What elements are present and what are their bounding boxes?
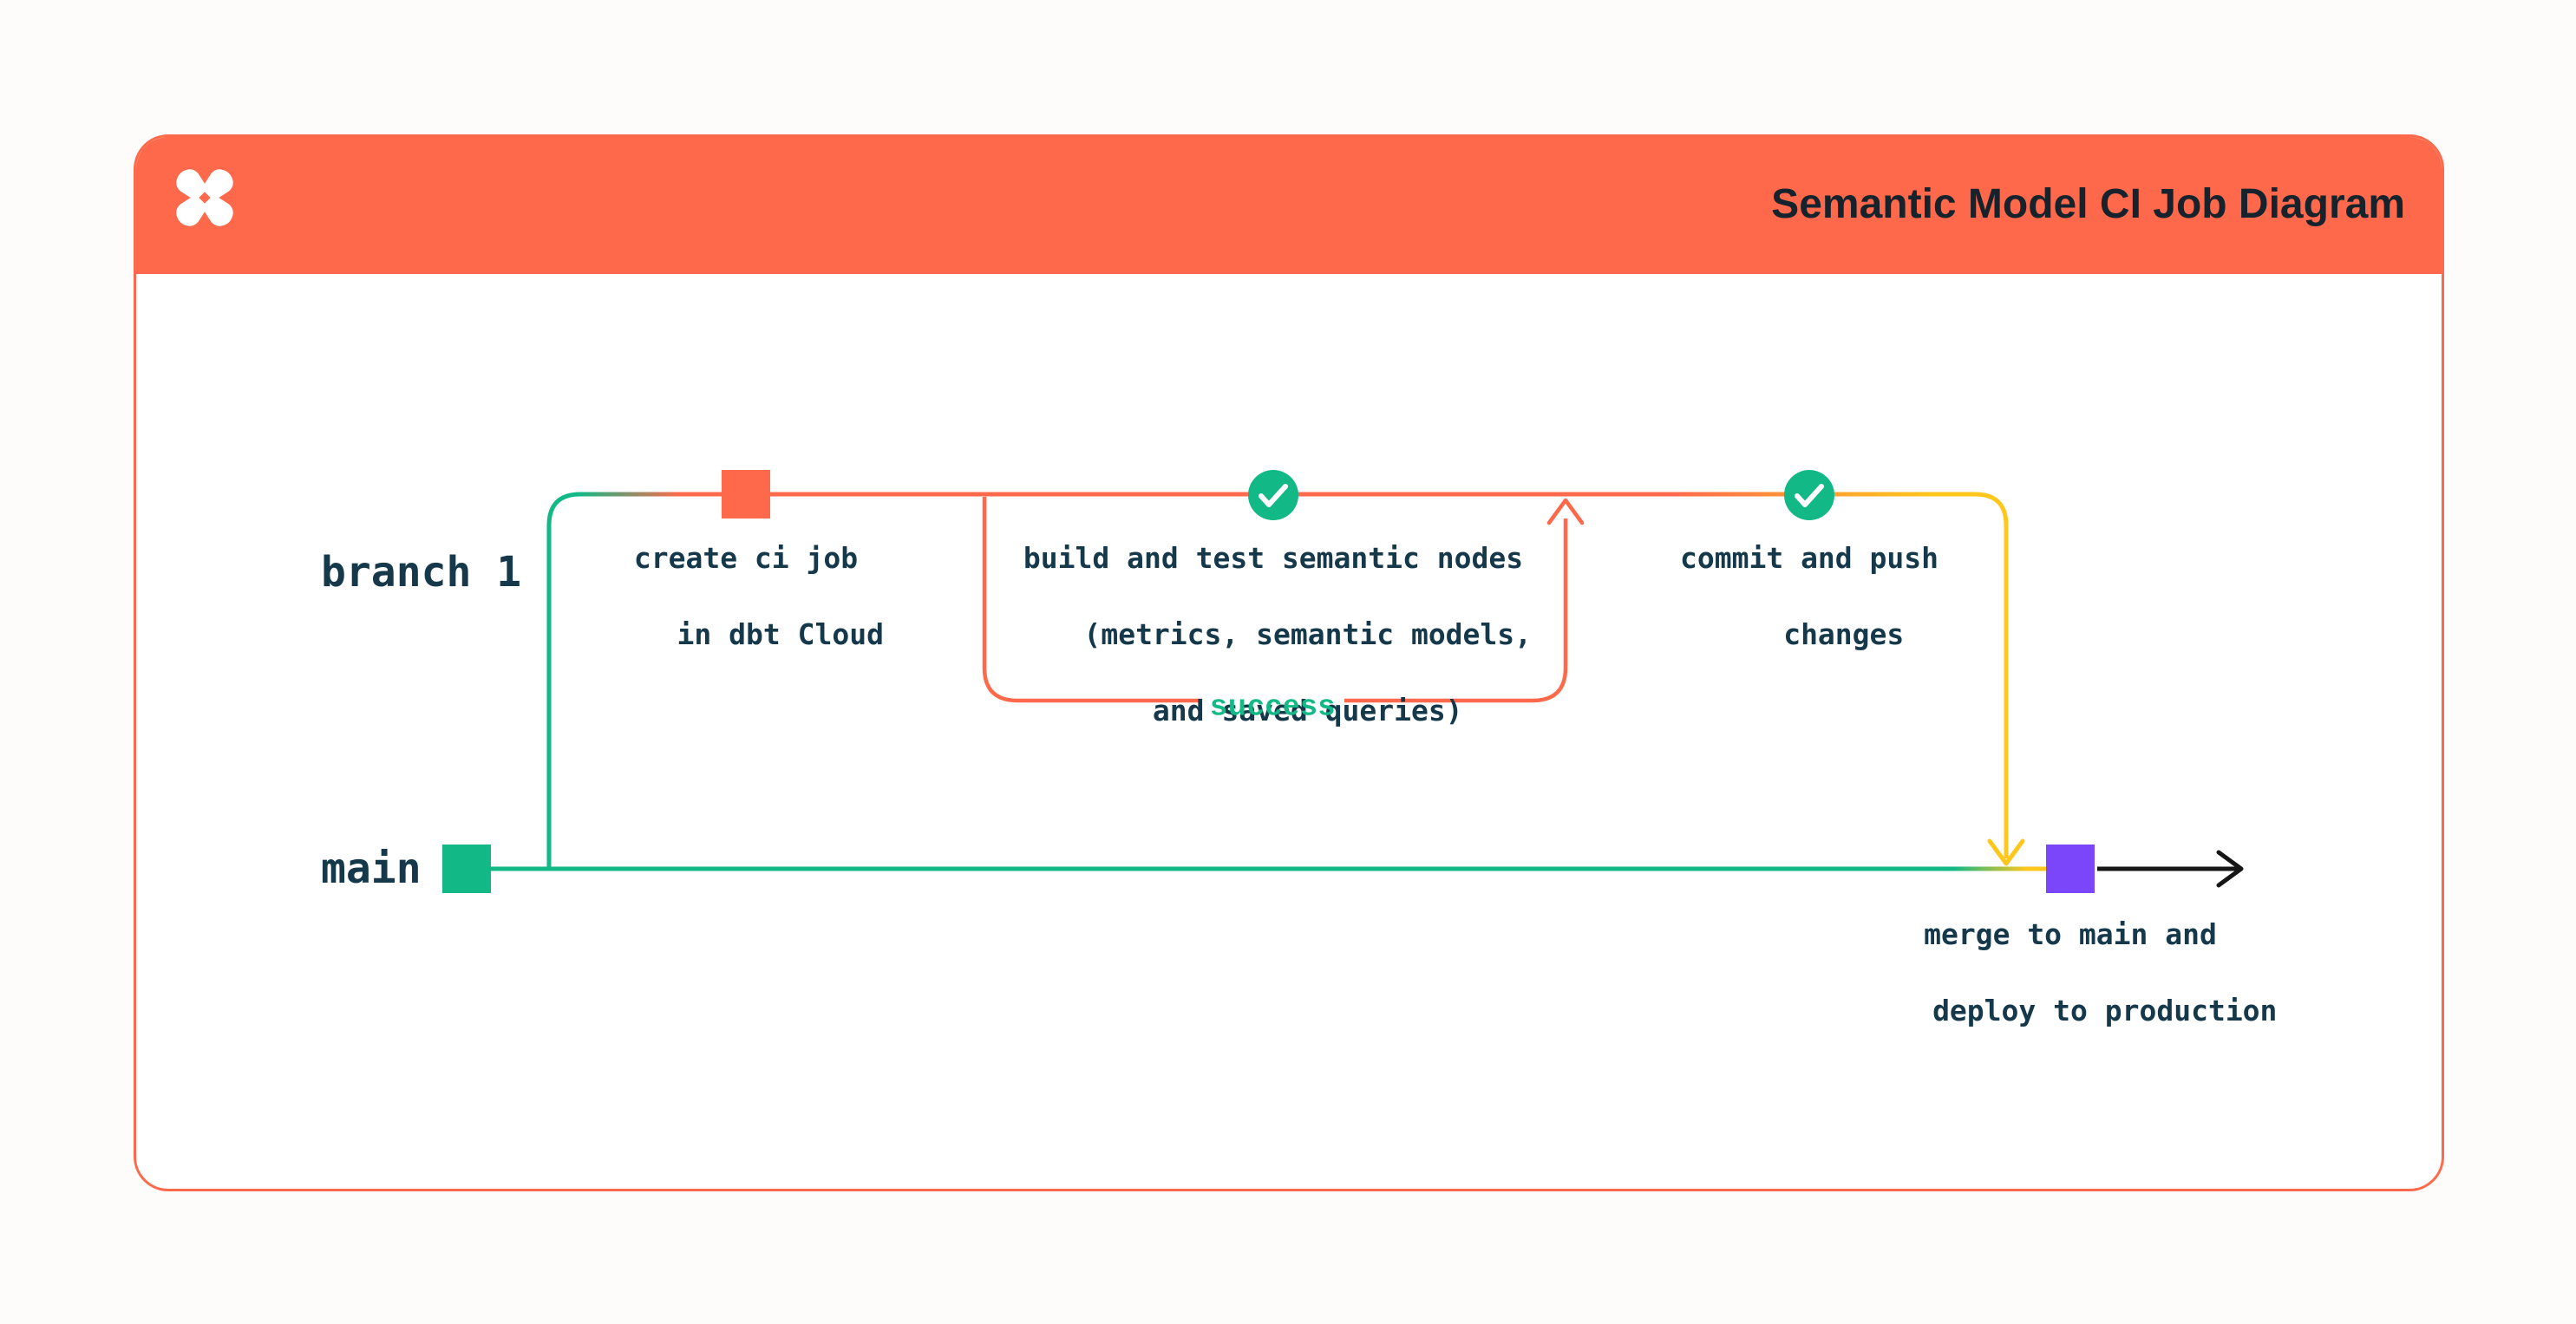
success-label: success	[1210, 688, 1337, 722]
node-label-merge-deploy: merge to main and deploy to production	[1924, 917, 2278, 1027]
diagram-card: Semantic Model CI Job Diagram	[134, 134, 2444, 1191]
node-label-commit-and-push: commit and push changes	[1679, 541, 1939, 651]
dbt-logo-icon	[176, 169, 233, 226]
node-label-build-and-test: build and test semantic nodes (metrics, …	[1023, 541, 1533, 727]
page-title: Semantic Model CI Job Diagram	[1771, 181, 2405, 227]
main-label: main	[321, 845, 422, 893]
card-header: Semantic Model CI Job Diagram	[136, 137, 2442, 274]
branch-1-label: branch 1	[321, 548, 522, 597]
node-label-create-ci-job: create ci job in dbt Cloud	[633, 541, 884, 651]
